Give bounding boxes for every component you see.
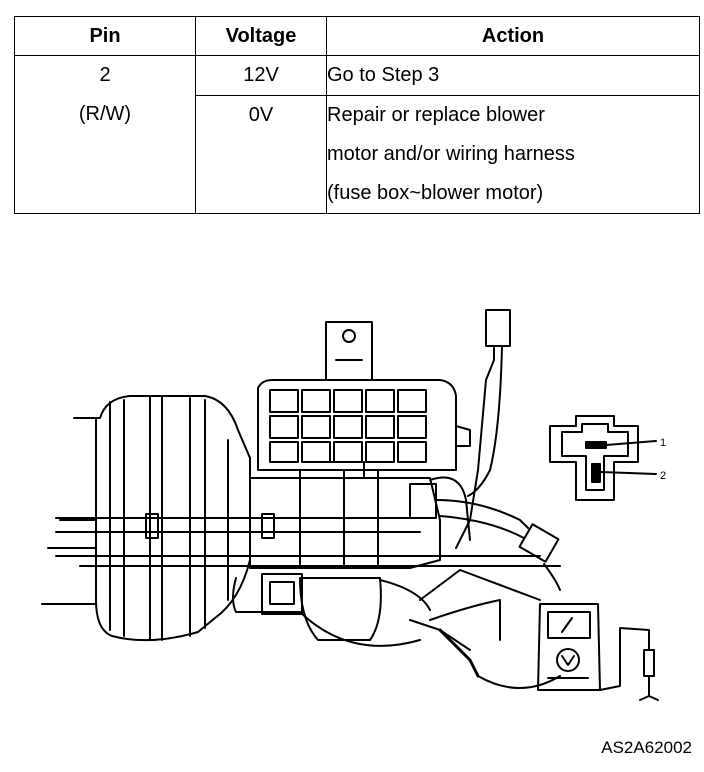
- voltage-value: 0V: [248, 104, 274, 126]
- action-line: motor and/or wiring harness: [327, 143, 575, 165]
- fuse-box-connector: [485, 309, 511, 347]
- terminal-2-label: 2: [660, 470, 666, 482]
- action-line: Repair or replace blower: [327, 104, 545, 126]
- voltage-cell-0v: 0V: [195, 95, 327, 214]
- voltmeter: [537, 603, 601, 691]
- diagnosis-table: Pin Voltage Action 2 (R/W) 12V Go to Ste…: [14, 16, 700, 214]
- mounting-bracket: [325, 321, 373, 381]
- terminal-1-label: 1: [660, 437, 666, 449]
- terminal-2: [591, 463, 601, 483]
- action-cell: Go to Step 3: [326, 55, 700, 96]
- action-line: Go to Step 3: [327, 64, 440, 86]
- test-probes: [438, 627, 659, 701]
- support-rods: [55, 513, 561, 567]
- meter-display: [547, 611, 591, 639]
- blower-motor-body: [232, 461, 441, 641]
- pin-cell: 2 (R/W): [14, 55, 196, 214]
- pin-wire-color: (R/W): [78, 103, 132, 125]
- figure-code: AS2A62002: [601, 738, 692, 757]
- voltage-cell-12v: 12V: [195, 55, 327, 96]
- table-header-row: Pin Voltage Action: [14, 16, 700, 56]
- inline-connector: [518, 523, 560, 563]
- meter-dial: [556, 648, 580, 672]
- header-voltage: Voltage: [195, 16, 327, 56]
- ground-probe: [643, 649, 655, 677]
- terminal-1: [585, 441, 607, 449]
- table-row: 2 (R/W) 12V Go to Step 3: [14, 55, 700, 214]
- action-line: (fuse box~blower motor): [327, 182, 544, 204]
- voltage-value: 12V: [243, 64, 279, 86]
- table-row: 0V Repair or replace blower motor and/or…: [15, 95, 700, 214]
- pin-number: 2: [99, 64, 111, 86]
- connector-face-view: [549, 415, 657, 501]
- intake-grille: [257, 379, 471, 471]
- action-cell: Repair or replace blower motor and/or wi…: [326, 95, 700, 214]
- header-pin: Pin: [14, 16, 196, 56]
